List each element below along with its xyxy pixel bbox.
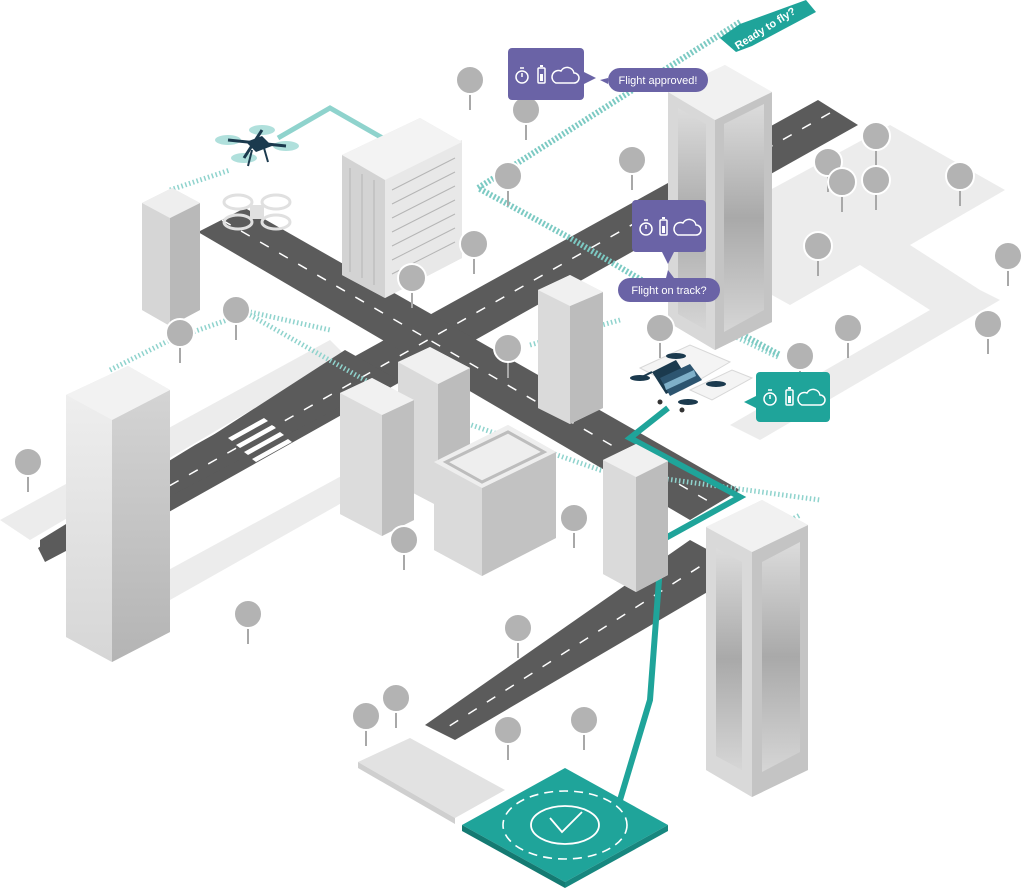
tree: [511, 95, 541, 140]
tree: [617, 145, 647, 190]
tree: [233, 599, 263, 644]
cloud-icon: [551, 66, 580, 84]
tree: [389, 525, 419, 570]
ready-to-fly-ribbon: Ready to fly?: [720, 0, 816, 52]
tree: [493, 715, 523, 760]
tower-front-left: [66, 366, 170, 662]
tree: [645, 313, 675, 358]
tree: [493, 333, 523, 378]
flight-approved-label: Flight approved!: [619, 75, 698, 87]
landing-pad[interactable]: [462, 768, 668, 888]
drone-shadow: [222, 193, 292, 231]
building-left-mid: [142, 188, 200, 326]
tree: [833, 313, 863, 358]
speech-bubble-approved: Flight approved!: [600, 68, 708, 92]
tree: [861, 121, 891, 166]
tree: [165, 318, 195, 363]
battery-icon: [785, 387, 794, 406]
building-center-right: [538, 275, 603, 424]
status-panel-teal: [744, 372, 830, 422]
slatted-building: [342, 118, 462, 298]
tree: [945, 161, 975, 206]
tree: [503, 613, 533, 658]
tree: [861, 165, 891, 210]
tree: [381, 683, 411, 728]
tree: [493, 161, 523, 206]
tree: [973, 309, 1003, 354]
tree: [993, 241, 1023, 286]
status-panel-on-track: [632, 200, 706, 264]
tree: [559, 503, 589, 548]
tree: [351, 701, 381, 746]
tree: [397, 263, 427, 308]
building-center-front: [340, 378, 414, 536]
checkmark-icon: [549, 811, 583, 834]
tree: [803, 231, 833, 276]
flight-path-active: [617, 405, 747, 801]
battery-icon: [659, 217, 668, 236]
tree: [459, 229, 489, 274]
cloud-icon: [797, 388, 826, 406]
trees: [13, 65, 1023, 760]
building-path-side: [603, 444, 668, 592]
flight-on-track-label: Flight on track?: [631, 285, 706, 297]
speech-bubble-on-track: Flight on track?: [618, 270, 720, 302]
timer-icon: [763, 389, 777, 406]
timer-icon: [515, 67, 529, 84]
flight-path-drone: [276, 105, 402, 151]
buildings: [66, 65, 808, 797]
tree: [455, 65, 485, 110]
evtol-aircraft[interactable]: [630, 344, 754, 413]
road-cross: [198, 208, 740, 520]
timer-icon: [639, 219, 653, 236]
status-panel-approved: [508, 48, 596, 100]
battery-icon: [537, 65, 546, 84]
tree: [569, 705, 599, 750]
quadcopter-drone[interactable]: [215, 125, 299, 167]
cloud-icon: [673, 218, 702, 236]
tree: [827, 167, 857, 212]
building-low-wide: [434, 425, 556, 576]
tree: [13, 447, 43, 492]
tree: [221, 295, 251, 340]
tower-front-right: [706, 500, 808, 797]
